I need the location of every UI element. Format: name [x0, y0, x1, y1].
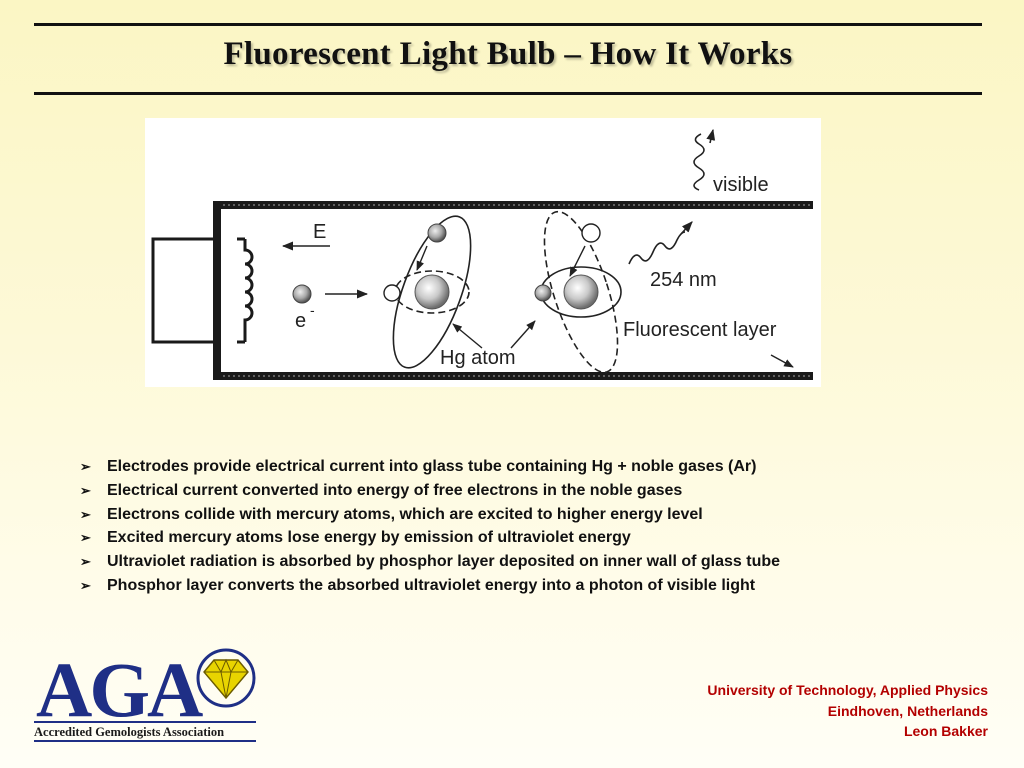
bullet-item: ➢Electrons collide with mercury atoms, w…: [80, 503, 980, 527]
arrow-bullet-icon: ➢: [80, 577, 91, 593]
fluorescent-tube-diagram: E e - 254 nm visible: [145, 118, 821, 387]
field-label: E: [313, 221, 326, 243]
arrow-bullet-icon: ➢: [80, 506, 91, 522]
credit-location: Eindhoven, Netherlands: [827, 702, 988, 719]
hg-atom-excited: [534, 210, 622, 374]
page-title: Fluorescent Light Bulb – How It Works: [223, 36, 793, 72]
hg-atom-label: Hg atom: [440, 347, 516, 369]
diamond-icon: [196, 648, 256, 708]
bullet-item: ➢Ultraviolet radiation is absorbed by ph…: [80, 550, 980, 574]
fluorescent-layer-label: Fluorescent layer: [623, 319, 777, 341]
credit-institution: University of Technology, Applied Physic…: [707, 682, 988, 698]
electron-label: e: [295, 310, 306, 332]
wavelength-label: 254 nm: [650, 269, 717, 291]
hg-atom-ground: [383, 215, 472, 369]
arrow-bullet-icon: ➢: [80, 530, 91, 546]
arrow-bullet-icon: ➢: [80, 459, 91, 474]
bullet-item: ➢Excited mercury atoms lose energy by em…: [80, 526, 980, 550]
bullet-list: ➢Electrodes provide electrical current i…: [80, 455, 980, 598]
uv-photon-wave: [628, 231, 686, 265]
electrode-icon: [151, 237, 254, 344]
bullet-item: ➢Phosphor layer converts the absorbed ul…: [80, 574, 980, 598]
electron-charge: -: [310, 302, 315, 318]
visible-label: visible: [713, 174, 769, 196]
free-electron: [292, 284, 312, 304]
arrow-bullet-icon: ➢: [80, 482, 91, 498]
credit-author: Leon Bakker: [903, 723, 988, 739]
tube-end-cap: [213, 201, 221, 380]
visible-photon-wave: [693, 133, 705, 191]
aga-logo: AGA Accredited Gemologists Association: [34, 648, 260, 744]
title-rule-top: [34, 23, 982, 26]
bullet-item: ➢Electrodes provide electrical current i…: [80, 455, 980, 479]
title-rule-bottom: [34, 92, 982, 95]
arrow-bullet-icon: ➢: [80, 554, 91, 570]
author-credit: University of Technology, Applied Physic…: [707, 680, 988, 742]
logo-letters: AGA: [36, 648, 203, 733]
logo-caption: Accredited Gemologists Association: [34, 725, 225, 739]
bullet-item: ➢Electrical current converted into energ…: [80, 479, 980, 503]
